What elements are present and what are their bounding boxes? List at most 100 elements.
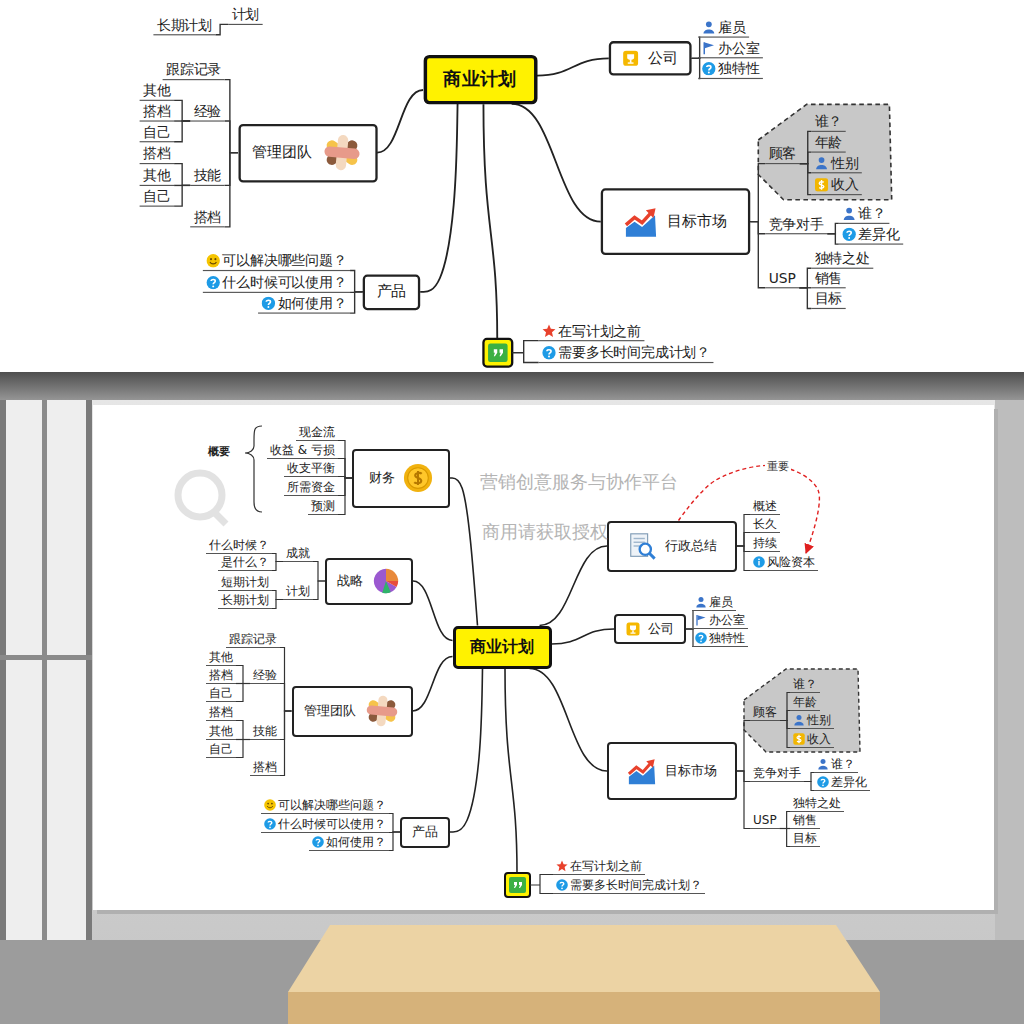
topic-text: 搭档 (143, 145, 171, 163)
topic-text: 独特性 (709, 630, 745, 646)
topic-text: 技能 (194, 166, 222, 184)
topic-icon (371, 566, 401, 596)
topic-text: 谁？ (793, 676, 817, 692)
subtopic: 年龄 (811, 133, 846, 153)
branch-line (800, 164, 812, 173)
topic-icon (815, 178, 829, 192)
subtopic: 成就 (283, 545, 313, 562)
topic-text: 谁？ (831, 756, 855, 772)
summary-bracket (245, 426, 262, 512)
topic-text: 技能 (253, 723, 277, 739)
topic-text: 其他 (143, 81, 171, 99)
window (0, 400, 92, 945)
branch-line (389, 814, 400, 833)
topic-icon (206, 254, 220, 268)
subtopic: 雇员 (692, 594, 736, 611)
subtopic: 概述 (750, 498, 780, 515)
root-topic: 商业计划 (453, 626, 552, 669)
topic-text: 雇员 (718, 18, 746, 36)
topic-text: 自己 (209, 685, 233, 701)
subtopic: 销售 (790, 812, 820, 829)
branch-line (750, 222, 765, 288)
topic-icon (542, 346, 556, 360)
topic-text: 办公室 (718, 39, 759, 57)
topic-icon (627, 531, 657, 561)
topic-icon (206, 276, 220, 290)
topic-text: 雇员 (709, 594, 733, 610)
topic-text: 搭档 (209, 667, 233, 683)
quote-box (505, 873, 530, 897)
branch-line (236, 721, 250, 740)
topic-icon (264, 799, 276, 811)
subtopic: 收支平衡 (284, 460, 338, 477)
topic-icon (624, 204, 659, 239)
topic-text: 如何使用？ (278, 294, 347, 312)
subtopic: 顾客 (750, 704, 780, 721)
topic-text: 竞争对手 (753, 765, 801, 781)
topic-text: 产品 (377, 281, 407, 302)
subtopic: 现金流 (296, 424, 338, 441)
main-topic: 财务 (352, 449, 450, 508)
topic-text: 经验 (194, 102, 222, 120)
branch-line (780, 693, 790, 721)
topic-icon (264, 818, 276, 830)
topic-text: 所需资金 (287, 479, 335, 495)
topic-text: 预测 (311, 498, 335, 514)
subtopic: 其他 (206, 723, 236, 740)
topic-text: 销售 (815, 269, 843, 287)
subtopic: 计划 (228, 5, 262, 25)
topic-icon (842, 227, 856, 241)
topic-text: 短期计划 (221, 574, 269, 590)
main-topic: 公司 (609, 41, 692, 76)
subtopic: 在写计划之前 (539, 322, 645, 342)
branch-line (413, 581, 453, 641)
topic-text: 差异化 (831, 774, 867, 790)
topic-text: 持续 (753, 535, 777, 551)
branch-line (280, 711, 292, 776)
topic-icon (702, 41, 716, 55)
subtopic: 可以解决哪些问题？ (203, 252, 350, 272)
poster-panel (93, 405, 994, 910)
branch-line (350, 271, 363, 292)
top-ground (0, 0, 1024, 372)
subtopic: 预测 (308, 498, 338, 515)
summary-label: 概要 (208, 444, 230, 459)
branch-line (174, 164, 190, 186)
topic-text: 在写计划之前 (558, 322, 641, 340)
topic-text: 可以解决哪些问题？ (222, 252, 346, 270)
window-frame (0, 400, 6, 945)
topic-text: 长期计划 (157, 16, 212, 34)
topic-icon (626, 622, 640, 636)
root-topic: 商业计划 (423, 54, 537, 103)
subtopic: 收益 & 亏损 (267, 442, 338, 459)
branch-line (389, 832, 400, 851)
branch-line (737, 771, 750, 829)
branch-line (313, 581, 325, 600)
connectors (236, 441, 819, 851)
topic-icon (702, 20, 716, 34)
topic-text: 谁？ (858, 204, 886, 222)
subtopic: 顾客 (765, 145, 800, 165)
topic-text: 目标 (793, 830, 817, 846)
branch-line (338, 459, 352, 479)
subtopic: 技能 (190, 166, 225, 186)
subtopic: 长期计划 (153, 16, 215, 36)
subtopic: 谁？ (811, 112, 846, 132)
topic-icon (262, 296, 276, 310)
topic-text: 目标市场 (667, 211, 727, 232)
subtopic: 竞争对手 (765, 215, 827, 235)
topic-icon (623, 50, 639, 66)
quote-icon (509, 877, 526, 893)
subtopic: 搭档 (206, 667, 236, 684)
wall (0, 400, 1024, 945)
subtopic: 目标 (811, 290, 846, 310)
subtopic: 差异化 (814, 774, 870, 791)
branch-line (236, 666, 250, 684)
branch-line (225, 121, 238, 153)
topic-text: 跟踪记录 (166, 61, 221, 79)
window-frame (86, 400, 92, 945)
subtopic: 其他 (206, 649, 236, 666)
topic-text: 独特之处 (793, 795, 841, 811)
ceiling (0, 372, 1024, 402)
subtopic: 什么时候可以使用？ (261, 816, 389, 833)
